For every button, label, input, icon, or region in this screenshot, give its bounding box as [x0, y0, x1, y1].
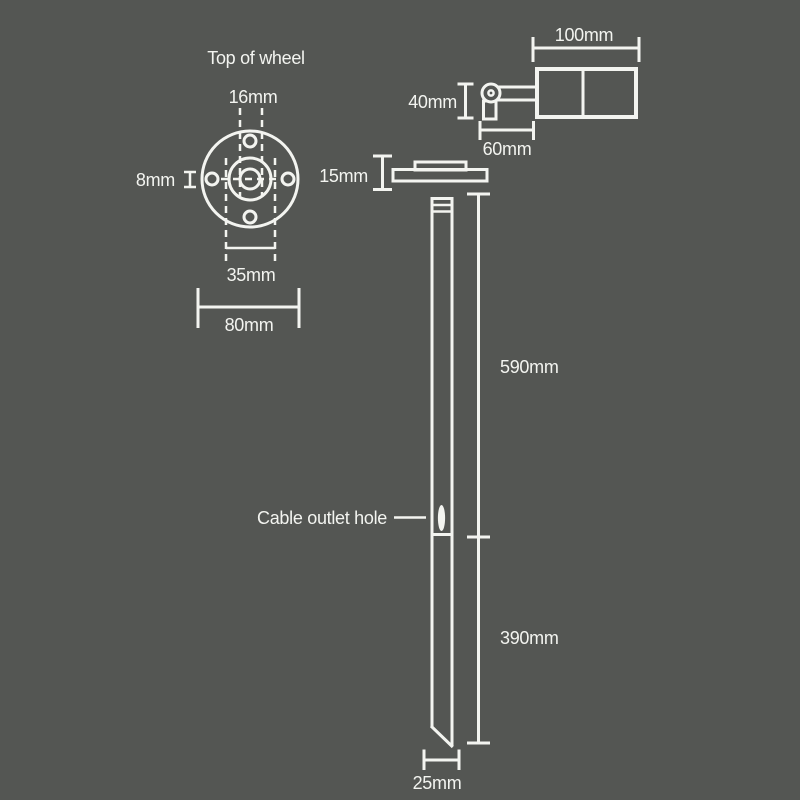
dim-40mm-marker	[457, 82, 474, 120]
wheel-bolt-hole-right	[280, 171, 296, 187]
light-head-side-view: 100mm 40mm 60mm	[408, 25, 641, 159]
spike-width-dim-label: 25mm	[413, 773, 462, 793]
wheel-bolt-hole-dim-label: 8mm	[136, 170, 175, 190]
wheel-top-view: Top of wheel 16mm 8mm 35mm 80mm	[136, 48, 305, 335]
cable-outlet-callout: Cable outlet hole	[257, 508, 426, 528]
wheel-hub-dim-label: 35mm	[227, 265, 276, 285]
head-ball-joint-pivot	[487, 89, 495, 97]
wheel-center-hole	[238, 167, 262, 191]
flange-thickness-dim-label: 15mm	[319, 166, 368, 186]
wheel-hub-circle	[227, 156, 273, 202]
dim-15mm-marker	[373, 154, 392, 191]
pole-upper-dim-label: 590mm	[500, 357, 559, 377]
wheel-outer-circle	[200, 129, 300, 229]
cable-outlet-hole	[437, 505, 446, 531]
cable-outlet-label: Cable outlet hole	[257, 508, 387, 528]
wheel-bolt-hole-bottom	[242, 209, 258, 225]
ground-flange: 15mm	[319, 154, 489, 191]
wheel-outer-dim-label: 80mm	[225, 315, 274, 335]
head-ball-joint	[480, 82, 502, 104]
dim-100mm-marker	[531, 37, 641, 62]
head-mount-stem	[482, 99, 498, 121]
head-body-outline	[535, 67, 638, 119]
pole-lower-dim-label: 390mm	[500, 628, 559, 648]
dim-8mm-marker	[184, 170, 196, 189]
wheel-hub-hole-dim-label: 16mm	[229, 87, 278, 107]
wheel-title-label: Top of wheel	[207, 48, 304, 68]
spike-tip-edge	[429, 724, 454, 749]
dim-60mm-marker	[478, 121, 535, 140]
wheel-bolt-hole-left	[204, 171, 220, 187]
dim-80mm-marker	[196, 288, 301, 328]
wheel-bolt-hole-top	[242, 133, 258, 149]
flange-base-outline	[391, 168, 489, 183]
pole-spike	[429, 197, 454, 749]
head-length-dim-label: 100mm	[555, 25, 614, 45]
head-height-dim-label: 40mm	[408, 92, 457, 112]
pole-dimensions: 590mm 390mm	[467, 192, 559, 745]
dim-25mm-marker: 25mm	[413, 749, 462, 793]
head-arm-dim-label: 60mm	[483, 139, 532, 159]
